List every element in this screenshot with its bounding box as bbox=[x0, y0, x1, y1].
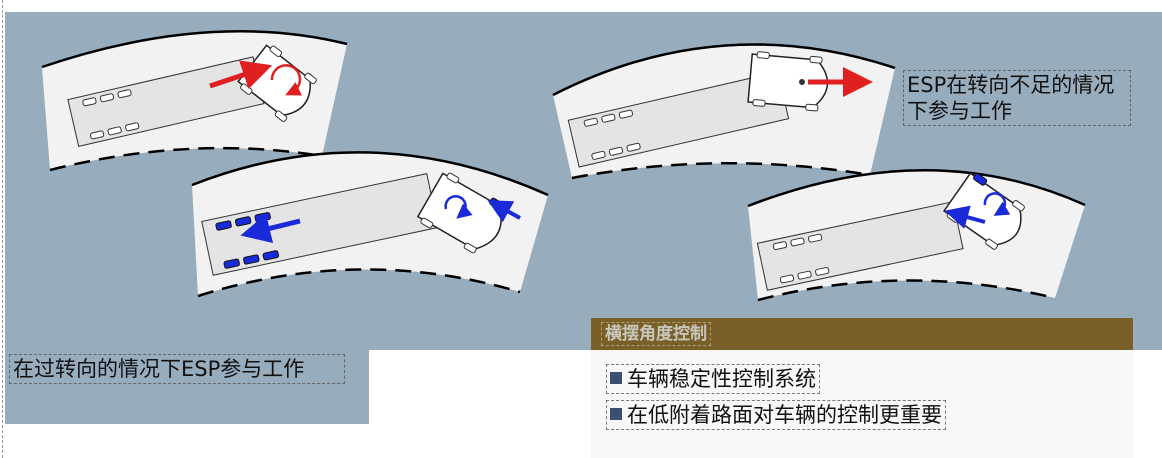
wheel-icon bbox=[107, 126, 122, 136]
esp-understeer-label: ESP在转向不足的情况下参与工作 bbox=[903, 70, 1131, 126]
diagram-panel-extension bbox=[5, 350, 369, 424]
bullet-text: 在低附着路面对车辆的控制更重要 bbox=[627, 403, 942, 427]
road-edge-inner bbox=[757, 279, 1056, 302]
esp-oversteer-label: 在过转向的情况下ESP参与工作 bbox=[9, 354, 345, 384]
road-edge-inner bbox=[197, 268, 521, 298]
wheel-icon bbox=[262, 250, 280, 261]
scene-bottom-left bbox=[191, 151, 549, 298]
wheel-icon bbox=[752, 99, 766, 107]
wheel-icon bbox=[601, 113, 616, 123]
wheel-icon bbox=[779, 274, 795, 284]
wheel-icon bbox=[815, 267, 830, 276]
scene-top-right bbox=[552, 43, 896, 180]
wheel-icon bbox=[1012, 200, 1025, 212]
scene-top-left bbox=[41, 30, 348, 172]
road-edge-inner bbox=[571, 161, 871, 180]
force-arrow-icon bbox=[209, 60, 273, 89]
wheel-icon bbox=[618, 109, 634, 119]
road-edge-outer bbox=[191, 151, 549, 197]
center-of-gravity-icon bbox=[799, 79, 805, 85]
wheel-icon bbox=[223, 258, 240, 269]
bullet-item: 车辆稳定性控制系统 bbox=[606, 364, 820, 394]
road-edge-outer bbox=[747, 169, 1086, 208]
force-arrow-icon bbox=[487, 200, 521, 223]
wheel-icon bbox=[304, 72, 317, 85]
wheel-icon bbox=[973, 173, 988, 186]
wheel-icon bbox=[756, 51, 770, 59]
wheel-icon bbox=[82, 97, 97, 107]
wheel-icon bbox=[274, 110, 288, 122]
yaw-control-header: 横摆角度控制 bbox=[591, 318, 1133, 350]
wheel-icon bbox=[772, 241, 787, 251]
wheel-icon bbox=[125, 122, 140, 132]
wheel-icon bbox=[117, 89, 132, 99]
wheel-icon bbox=[243, 254, 260, 265]
bullet-text: 车辆稳定性控制系统 bbox=[627, 367, 816, 391]
wheel-icon bbox=[805, 103, 819, 112]
road-edge-outer bbox=[552, 43, 896, 97]
wheel-icon bbox=[446, 172, 460, 184]
wheel-icon bbox=[809, 55, 823, 64]
wheel-icon bbox=[790, 237, 805, 247]
wheel-icon bbox=[608, 146, 624, 156]
wheel-icon bbox=[269, 45, 283, 58]
wheel-icon bbox=[985, 238, 998, 250]
wheel-icon bbox=[807, 233, 823, 243]
bullet-square-icon bbox=[610, 408, 622, 420]
wheel-icon bbox=[797, 270, 812, 280]
wheel-icon bbox=[463, 242, 477, 254]
wheel-icon bbox=[89, 130, 105, 140]
wheel-icon bbox=[420, 217, 434, 229]
left-dashed-rule bbox=[2, 0, 3, 458]
scene-bottom-right bbox=[747, 169, 1086, 302]
wheel-icon bbox=[591, 150, 606, 160]
road-edge-inner bbox=[49, 146, 323, 172]
wheel-icon bbox=[99, 93, 115, 103]
force-arrow-icon bbox=[944, 205, 986, 229]
bullet-square-icon bbox=[610, 372, 622, 384]
wheel-icon bbox=[215, 220, 232, 231]
wheel-icon bbox=[626, 142, 641, 152]
yaw-control-title: 横摆角度控制 bbox=[601, 322, 711, 346]
road-edge-outer bbox=[41, 30, 348, 69]
yaw-rotation-icon bbox=[270, 64, 303, 96]
yaw-control-body bbox=[591, 350, 1133, 458]
wheel-icon bbox=[583, 117, 598, 127]
yaw-rotation-icon bbox=[983, 192, 1011, 216]
yaw-rotation-icon bbox=[444, 195, 473, 219]
force-arrow-icon bbox=[240, 213, 301, 244]
bullet-item: 在低附着路面对车辆的控制更重要 bbox=[606, 400, 946, 430]
